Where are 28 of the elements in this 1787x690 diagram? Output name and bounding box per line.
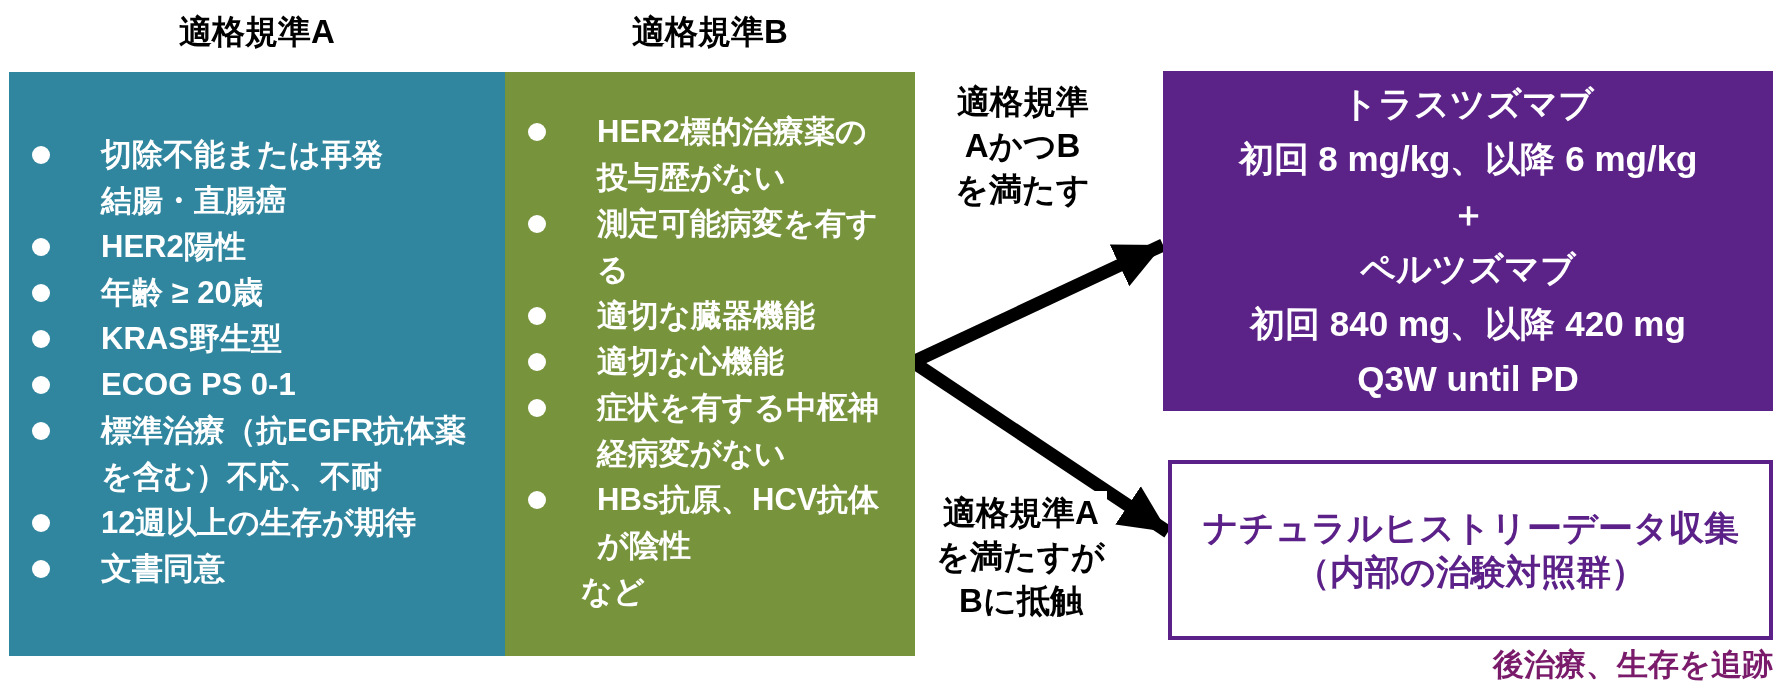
list-item: HBs抗原、HCV抗体が陰性 bbox=[597, 482, 880, 563]
list-item: 適切な臓器機能 bbox=[597, 298, 815, 333]
treatment-text: ＋ bbox=[1450, 193, 1486, 235]
list-item: 年齢 ≥ 20歳 bbox=[101, 275, 263, 310]
column-heading: 適格規準A bbox=[178, 12, 336, 52]
treatment-text: ペルツズマブ bbox=[1360, 248, 1576, 290]
outcome-box bbox=[1168, 460, 1773, 640]
list-item: 文書同意 bbox=[101, 551, 225, 586]
treatment-box bbox=[1163, 71, 1773, 411]
list-item: 症状を有する中枢神経病変がない bbox=[597, 390, 879, 471]
list-item: HER2標的治療薬の投与歴がない bbox=[597, 114, 867, 195]
note-text: 後治療、生存を追跡 bbox=[1493, 646, 1773, 684]
list-item: ECOG PS 0-1 bbox=[101, 367, 296, 402]
list-item: HER2陽性 bbox=[101, 229, 246, 264]
list-item: 測定可能病変を有する bbox=[597, 206, 878, 287]
treatment-text: Q3W until PD bbox=[1357, 358, 1579, 400]
box-text: ナチュラルヒストリーデータ収集 bbox=[1202, 507, 1739, 549]
column-heading: 適格規準B bbox=[631, 12, 789, 52]
list-item: KRAS野生型 bbox=[101, 321, 282, 356]
treatment-text: トラスツズマブ bbox=[1342, 83, 1594, 125]
list-item: 12週以上の生存が期待 bbox=[101, 505, 417, 540]
list-item: 標準治療（抗EGFR抗体薬を含む）不応、不耐 bbox=[101, 413, 467, 494]
list-item: 切除不能または再発結腸・直腸癌 bbox=[101, 137, 383, 218]
note-text: など bbox=[581, 574, 645, 609]
treatment-text: 初回 8 mg/kg、以降 6 mg/kg bbox=[1238, 138, 1698, 180]
box-text: （内部の治験対照群） bbox=[1295, 551, 1646, 593]
treatment-text: 初回 840 mg、以降 420 mg bbox=[1250, 303, 1686, 345]
list-item: 適切な心機能 bbox=[597, 344, 784, 379]
